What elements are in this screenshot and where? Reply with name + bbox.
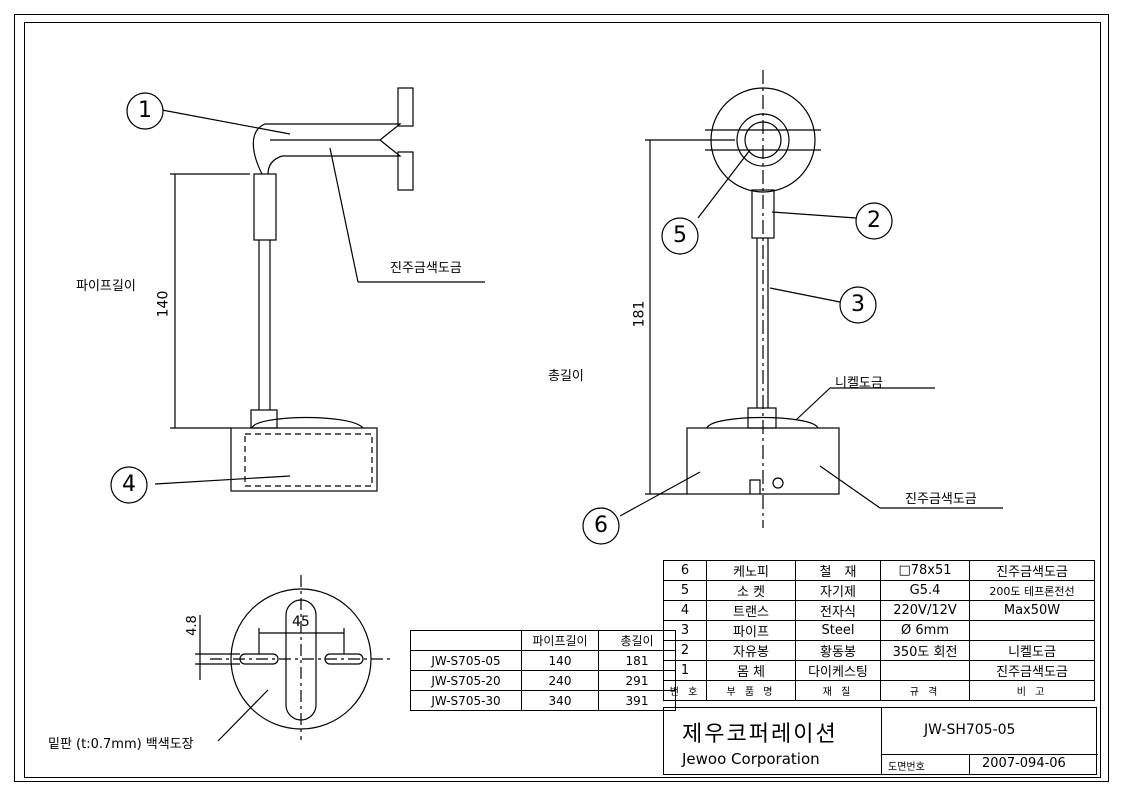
- table-cell: 240: [521, 670, 599, 691]
- table-header: 번 호: [663, 680, 707, 701]
- transformer-hidden: [244, 433, 373, 487]
- table-row: 3 파이프 Steel Ø 6mm: [663, 620, 1095, 641]
- table-cell: 진주금색도금: [969, 560, 1095, 581]
- balloon-2: 2: [867, 208, 881, 233]
- table-cell: G5.4: [880, 580, 970, 601]
- dim-181: 181: [631, 300, 648, 328]
- table-cell: 전자식: [795, 600, 881, 621]
- balloon-3: 3: [851, 292, 865, 317]
- table-cell: JW-S705-30: [410, 690, 522, 711]
- table-cell: 1: [663, 660, 707, 681]
- table-header: 파이프길이: [521, 630, 599, 651]
- divider: [881, 754, 1098, 755]
- table-header: [410, 630, 522, 651]
- table-cell: 220V/12V: [880, 600, 970, 621]
- label-pipe-length: 파이프길이: [76, 279, 136, 294]
- table-cell: 파이프: [706, 620, 796, 641]
- body-right: [686, 427, 840, 495]
- label-plating-1: 진주금색도금: [390, 261, 462, 276]
- table-cell: 니켈도금: [969, 640, 1095, 661]
- table-row: 2 자유봉 황동봉 350도 회전 니켈도금: [663, 640, 1095, 661]
- divider: [881, 708, 882, 775]
- swivel-left: [253, 173, 277, 241]
- canopy-left: [251, 416, 364, 429]
- table-cell: 140: [521, 650, 599, 671]
- table-cell: 4: [663, 600, 707, 621]
- table-header: 규 격: [880, 680, 970, 701]
- drawing-number: 2007-094-06: [982, 756, 1066, 771]
- model-length-table: 파이프길이 총길이 JW-S705-05 140 181 JW-S705-20 …: [410, 630, 676, 711]
- table-cell: Ø 6mm: [880, 620, 970, 641]
- pipe-base-left: [250, 409, 278, 429]
- table-row: JW-S705-20 240 291: [410, 670, 676, 691]
- table-row: JW-S705-30 340 391: [410, 690, 676, 711]
- table-cell: 몸 체: [706, 660, 796, 681]
- body-left: [230, 427, 378, 492]
- label-bottom-plate: 밑판 (t:0.7mm) 백색도장: [48, 737, 194, 752]
- table-row: 1 몸 체 다이케스팅 진주금색도금: [663, 660, 1095, 681]
- drawing-number-label: 도면번호: [888, 762, 925, 773]
- balloon-1: 1: [138, 98, 152, 123]
- table-cell: 6: [663, 560, 707, 581]
- table-cell: 3: [663, 620, 707, 641]
- balloon-6: 6: [594, 513, 608, 538]
- bom-header-row: 번 호 부 품 명 재 질 규 격 비 고: [663, 680, 1095, 701]
- dim-4-8: 4.8: [184, 615, 200, 636]
- table-cell: JW-S705-05: [410, 650, 522, 671]
- table-row: 5 소 켓 자기제 G5.4 200도 테프론전선: [663, 580, 1095, 601]
- table-header-row: 파이프길이 총길이: [410, 630, 676, 651]
- label-total-length: 총길이: [548, 369, 584, 384]
- table-row: 6 케노피 철 재 □78x51 진주금색도금: [663, 560, 1095, 581]
- divider: [969, 754, 970, 775]
- table-cell: 200도 테프론전선: [969, 580, 1095, 601]
- balloon-5: 5: [673, 223, 687, 248]
- table-cell: [969, 620, 1095, 641]
- table-cell: JW-S705-20: [410, 670, 522, 691]
- dim-140: 140: [155, 290, 172, 318]
- company-name-english: Jewoo Corporation: [682, 750, 820, 768]
- table-header: 재 질: [795, 680, 881, 701]
- bom-table: 6 케노피 철 재 □78x51 진주금색도금 5 소 켓 자기제 G5.4 2…: [663, 560, 1095, 701]
- table-cell: 2: [663, 640, 707, 661]
- title-block: 제우코퍼레이션 Jewoo Corporation JW-SH705-05 도면…: [663, 707, 1098, 775]
- table-row: JW-S705-05 140 181: [410, 650, 676, 671]
- table-cell: 5: [663, 580, 707, 601]
- table-cell: 350도 회전: [880, 640, 970, 661]
- balloon-4: 4: [122, 472, 136, 497]
- table-cell: 진주금색도금: [969, 660, 1095, 681]
- table-cell: 케노피: [706, 560, 796, 581]
- table-cell: 철 재: [795, 560, 881, 581]
- table-cell: Max50W: [969, 600, 1095, 621]
- table-cell: 다이케스팅: [795, 660, 881, 681]
- table-cell: □78x51: [880, 560, 970, 581]
- label-nickel: 니켈도금: [835, 376, 883, 391]
- table-cell: 트랜스: [706, 600, 796, 621]
- dim-45: 45: [292, 614, 310, 630]
- inner-frame: [24, 22, 1101, 778]
- outer-frame: [14, 14, 1109, 782]
- model-code: JW-SH705-05: [924, 722, 1016, 738]
- table-cell: 자유봉: [706, 640, 796, 661]
- table-cell: 황동봉: [795, 640, 881, 661]
- table-row: 4 트랜스 전자식 220V/12V Max50W: [663, 600, 1095, 621]
- company-name-korean: 제우코퍼레이션: [682, 722, 838, 747]
- table-header: 비 고: [969, 680, 1095, 701]
- table-cell: Steel: [795, 620, 881, 641]
- table-header: 부 품 명: [706, 680, 796, 701]
- table-cell: 소 켓: [706, 580, 796, 601]
- table-cell: 자기제: [795, 580, 881, 601]
- table-cell: 340: [521, 690, 599, 711]
- table-cell: 391: [598, 690, 676, 711]
- label-plating-2: 진주금색도금: [905, 492, 977, 507]
- table-cell: [880, 660, 970, 681]
